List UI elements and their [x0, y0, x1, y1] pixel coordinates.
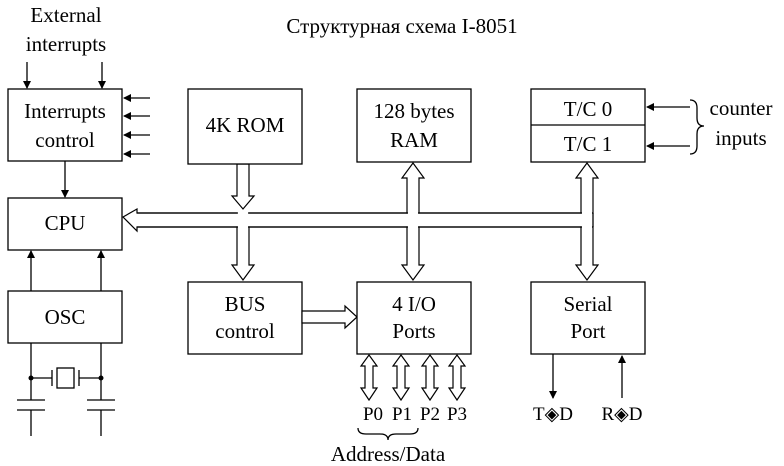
counter-inputs-label-line2: inputs [715, 126, 766, 150]
bus-control-to-ports-arrow [301, 304, 358, 330]
io-ports-label-line1: 4 I/O [392, 292, 436, 316]
port-p3-label: P3 [447, 404, 467, 425]
serial-port-label-line1: Serial [564, 292, 613, 316]
bus-control-label-line1: BUS [225, 292, 266, 316]
port-arrows [359, 353, 467, 402]
address-data-label: Address/Data [331, 442, 446, 466]
internal-bus [122, 161, 600, 282]
cpu-label: CPU [45, 211, 86, 235]
interrupts-control-block [7, 88, 123, 162]
osc-label: OSC [45, 305, 86, 329]
serial-port-label-line2: Port [570, 319, 605, 343]
io-ports-label-line2: Ports [392, 319, 435, 343]
rom-block [187, 88, 303, 165]
io-ports-block [356, 281, 472, 355]
ram-label-line2: RAM [390, 128, 438, 152]
rom-label: 4K ROM [206, 113, 285, 137]
external-interrupts-label-line2: interrupts [26, 32, 106, 56]
internal-interrupt-arrows [123, 94, 150, 158]
cpu-block [7, 197, 123, 251]
counter-inputs-label-line1: counter [710, 96, 773, 120]
interrupts-control-label-line1: Interrupts [24, 99, 106, 123]
bus-control-block [187, 281, 303, 355]
crystal-circuit [17, 343, 115, 436]
diagram-title: Структурная схема I-8051 [286, 14, 517, 38]
port-p1-label: P1 [392, 404, 412, 425]
tc0-label: T/C 0 [564, 97, 612, 121]
serial-port-block [530, 281, 646, 355]
external-interrupts-label-line1: External [30, 3, 101, 27]
txd-label: T◈D [533, 404, 573, 425]
port-p0-label: P0 [363, 404, 383, 425]
rxd-label: R◈D [601, 404, 642, 425]
tc1-label: T/C 1 [564, 132, 612, 156]
bus-control-label-line2: control [215, 319, 275, 343]
osc-block [7, 290, 123, 344]
address-data-brace [357, 427, 419, 441]
crystal-icon [56, 367, 75, 389]
counter-inputs-brace [689, 99, 705, 155]
ram-label-line1: 128 bytes [373, 99, 454, 123]
port-p2-label: P2 [420, 404, 440, 425]
interrupts-control-label-line2: control [35, 128, 95, 152]
ram-block [356, 88, 472, 163]
